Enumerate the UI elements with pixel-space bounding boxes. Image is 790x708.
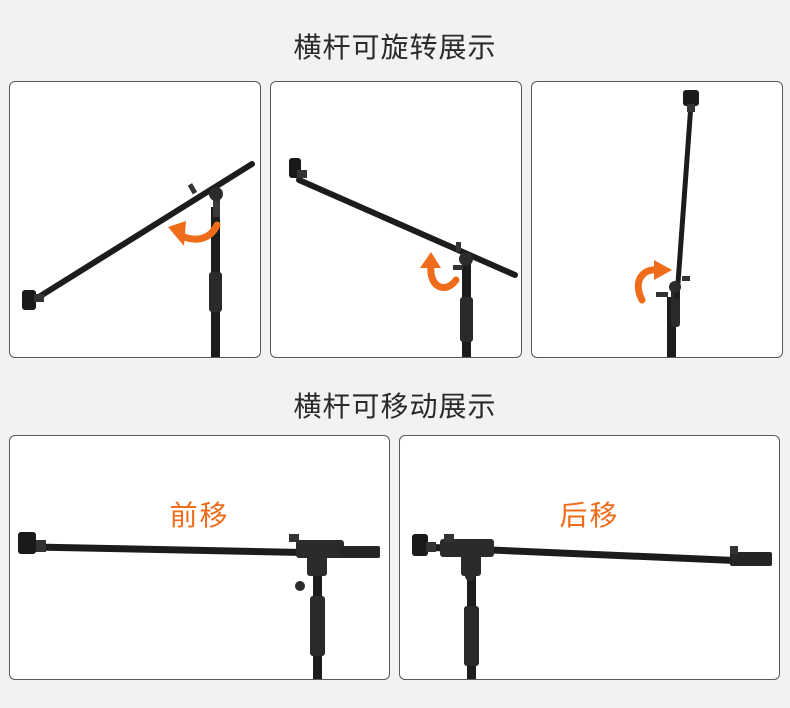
mic-clip-icon [683,90,699,112]
stand-illustration [18,532,380,679]
stand-illustration [289,158,518,357]
photo-move-forward: 前移 [9,435,390,680]
caption-backward: 后移 [559,499,620,532]
mic-clip-icon [22,290,44,310]
mic-clip-icon [289,158,307,178]
boom-arm [656,101,694,300]
section-title-move: 横杆可移动展示 [293,390,497,423]
stand-pole [307,554,327,679]
mic-clip-icon [18,532,46,554]
stand-illustration [634,90,699,357]
boom-arm [33,534,380,591]
stand-illustration [412,534,772,679]
mic-clip-icon [412,534,436,556]
photo-rotate-up [270,81,522,358]
stand-pole [460,262,473,357]
photo-move-backward: 后移 [399,435,780,680]
stand-pole [209,197,222,357]
section-title-rotate: 横杆可旋转展示 [293,31,497,64]
boom-arm [31,161,255,303]
photo-rotate-vertical [531,81,783,358]
stand-illustration [22,161,255,357]
boom-arm [421,534,772,581]
curved-arrow-icon [168,221,221,246]
stand-pole [461,554,481,679]
caption-forward: 前移 [169,499,230,532]
curved-arrow-icon [634,260,672,304]
photo-rotate-down [9,81,261,358]
curved-arrow-icon [420,252,460,291]
boom-arm [296,177,518,278]
